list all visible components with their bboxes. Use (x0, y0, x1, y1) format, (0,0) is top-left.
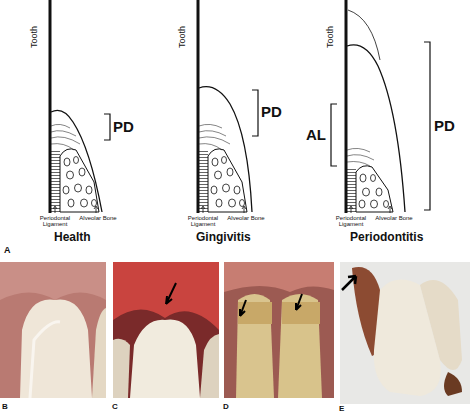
tooth-label: Tooth (30, 26, 39, 48)
panel-letter: E (339, 405, 344, 413)
pd-label: PD (113, 119, 134, 135)
photo-healthy (0, 262, 106, 398)
part-label: Alveolar Bone (226, 215, 266, 221)
periodontitis-schematic (331, 0, 430, 213)
pd-label: PD (434, 118, 455, 134)
panel-title: Health (54, 231, 91, 244)
panel-title: Periodontitis (350, 231, 423, 244)
part-label: Periodontal Ligament (326, 215, 376, 228)
photo-gingivitis (113, 262, 219, 398)
gingivitis-schematic (198, 0, 258, 213)
part-label: Alveolar Bone (374, 215, 414, 221)
panel-title: Gingivitis (196, 231, 251, 244)
panel-letter: C (112, 403, 118, 411)
health-schematic (50, 0, 110, 213)
tooth-label: Tooth (178, 26, 187, 48)
al-label: AL (306, 127, 326, 143)
part-label: Alveolar Bone (78, 215, 118, 221)
tooth-label: Tooth (326, 26, 335, 48)
panel-letter: A (4, 246, 11, 255)
photo-periodontitis (224, 262, 334, 398)
panel-letter: B (2, 403, 8, 411)
pd-label: PD (261, 104, 282, 120)
part-label: Periodontal Ligament (178, 215, 228, 228)
part-label: Periodontal Ligament (30, 215, 80, 228)
panel-letter: D (223, 403, 229, 411)
photo-extracted-tooth (340, 262, 470, 404)
